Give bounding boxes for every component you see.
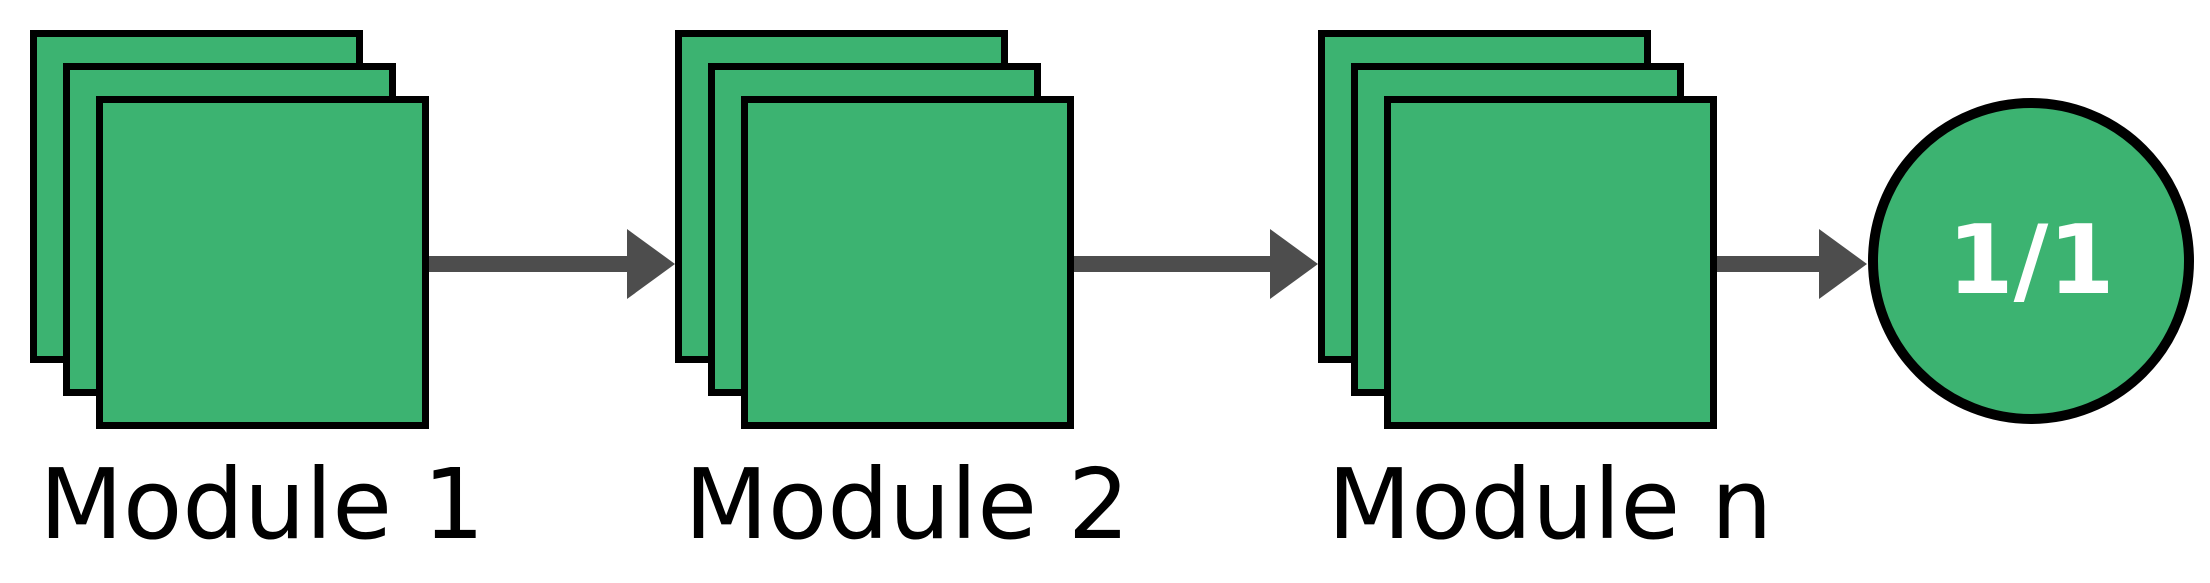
module-1-layer-front-icon: [96, 96, 429, 429]
module-n-layer-front-icon: [1384, 96, 1717, 429]
terminal-circle: 1/1: [1868, 98, 2194, 424]
module-n-stack: [1318, 30, 1718, 430]
terminal-fraction-label: 1/1: [1947, 205, 2115, 316]
module-2-stack: [675, 30, 1075, 430]
arrow-shaft: [429, 256, 627, 272]
arrow-module2-to-modulen-icon: [1074, 229, 1318, 299]
arrow-module1-to-module2-icon: [429, 229, 675, 299]
module-2-layer-front-icon: [741, 96, 1074, 429]
arrow-shaft: [1074, 256, 1270, 272]
module-2-label: Module 2: [684, 448, 1130, 561]
arrow-head-icon: [1819, 229, 1867, 299]
arrow-head-icon: [627, 229, 675, 299]
module-1-stack: [30, 30, 430, 430]
arrow-modulen-to-terminal-icon: [1717, 229, 1867, 299]
module-n-label: Module n: [1327, 448, 1773, 561]
arrow-shaft: [1717, 256, 1819, 272]
module-1-label: Module 1: [39, 448, 485, 561]
arrow-head-icon: [1270, 229, 1318, 299]
